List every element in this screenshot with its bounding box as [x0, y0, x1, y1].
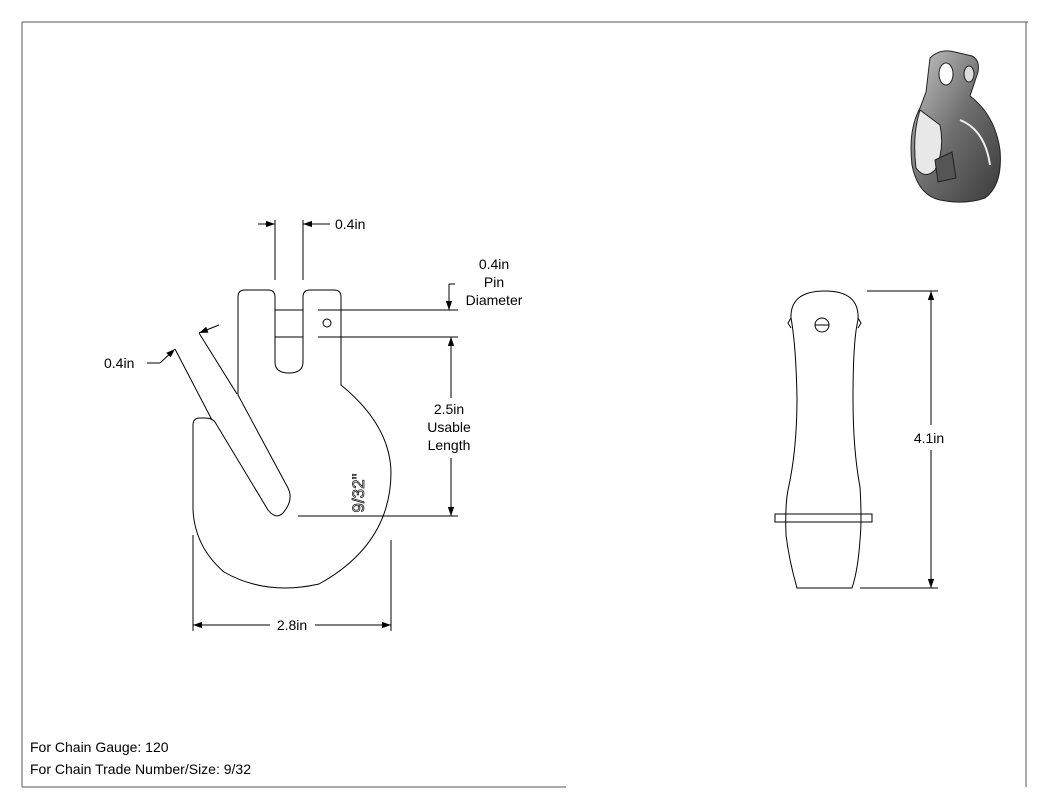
dim-pin-diameter-value: 0.4in [479, 256, 509, 272]
dim-pin-diameter-line1: Pin [484, 274, 504, 290]
dim-throat-width [147, 324, 238, 421]
chain-gauge-note: For Chain Gauge: 120 [30, 739, 169, 755]
chain-trade-size-note: For Chain Trade Number/Size: 9/32 [30, 761, 251, 777]
dim-overall-width [192, 535, 392, 631]
dim-overall-height [860, 290, 938, 589]
hook-isometric-view [910, 50, 1001, 203]
dim-usable-length-value: 2.5in [434, 401, 464, 417]
sheet-border [21, 21, 1028, 788]
dim-overall-width-label: 2.8in [277, 617, 307, 633]
dim-overall-height-label: 4.1in [914, 430, 944, 446]
dim-pin-diameter-line2: Diameter [466, 292, 523, 308]
dim-usable-length [298, 337, 458, 517]
hook-side-view [774, 290, 873, 589]
engraved-size: 9/32" [349, 473, 368, 512]
dim-usable-length-line2: Length [428, 437, 471, 453]
dim-pin-diameter [318, 283, 458, 338]
dim-slot-width [258, 220, 330, 280]
dim-usable-length-line1: Usable [427, 419, 471, 435]
dim-slot-width-label: 0.4in [335, 216, 365, 232]
hook-front-view [192, 289, 392, 589]
dim-throat-width-label: 0.4in [104, 355, 134, 371]
